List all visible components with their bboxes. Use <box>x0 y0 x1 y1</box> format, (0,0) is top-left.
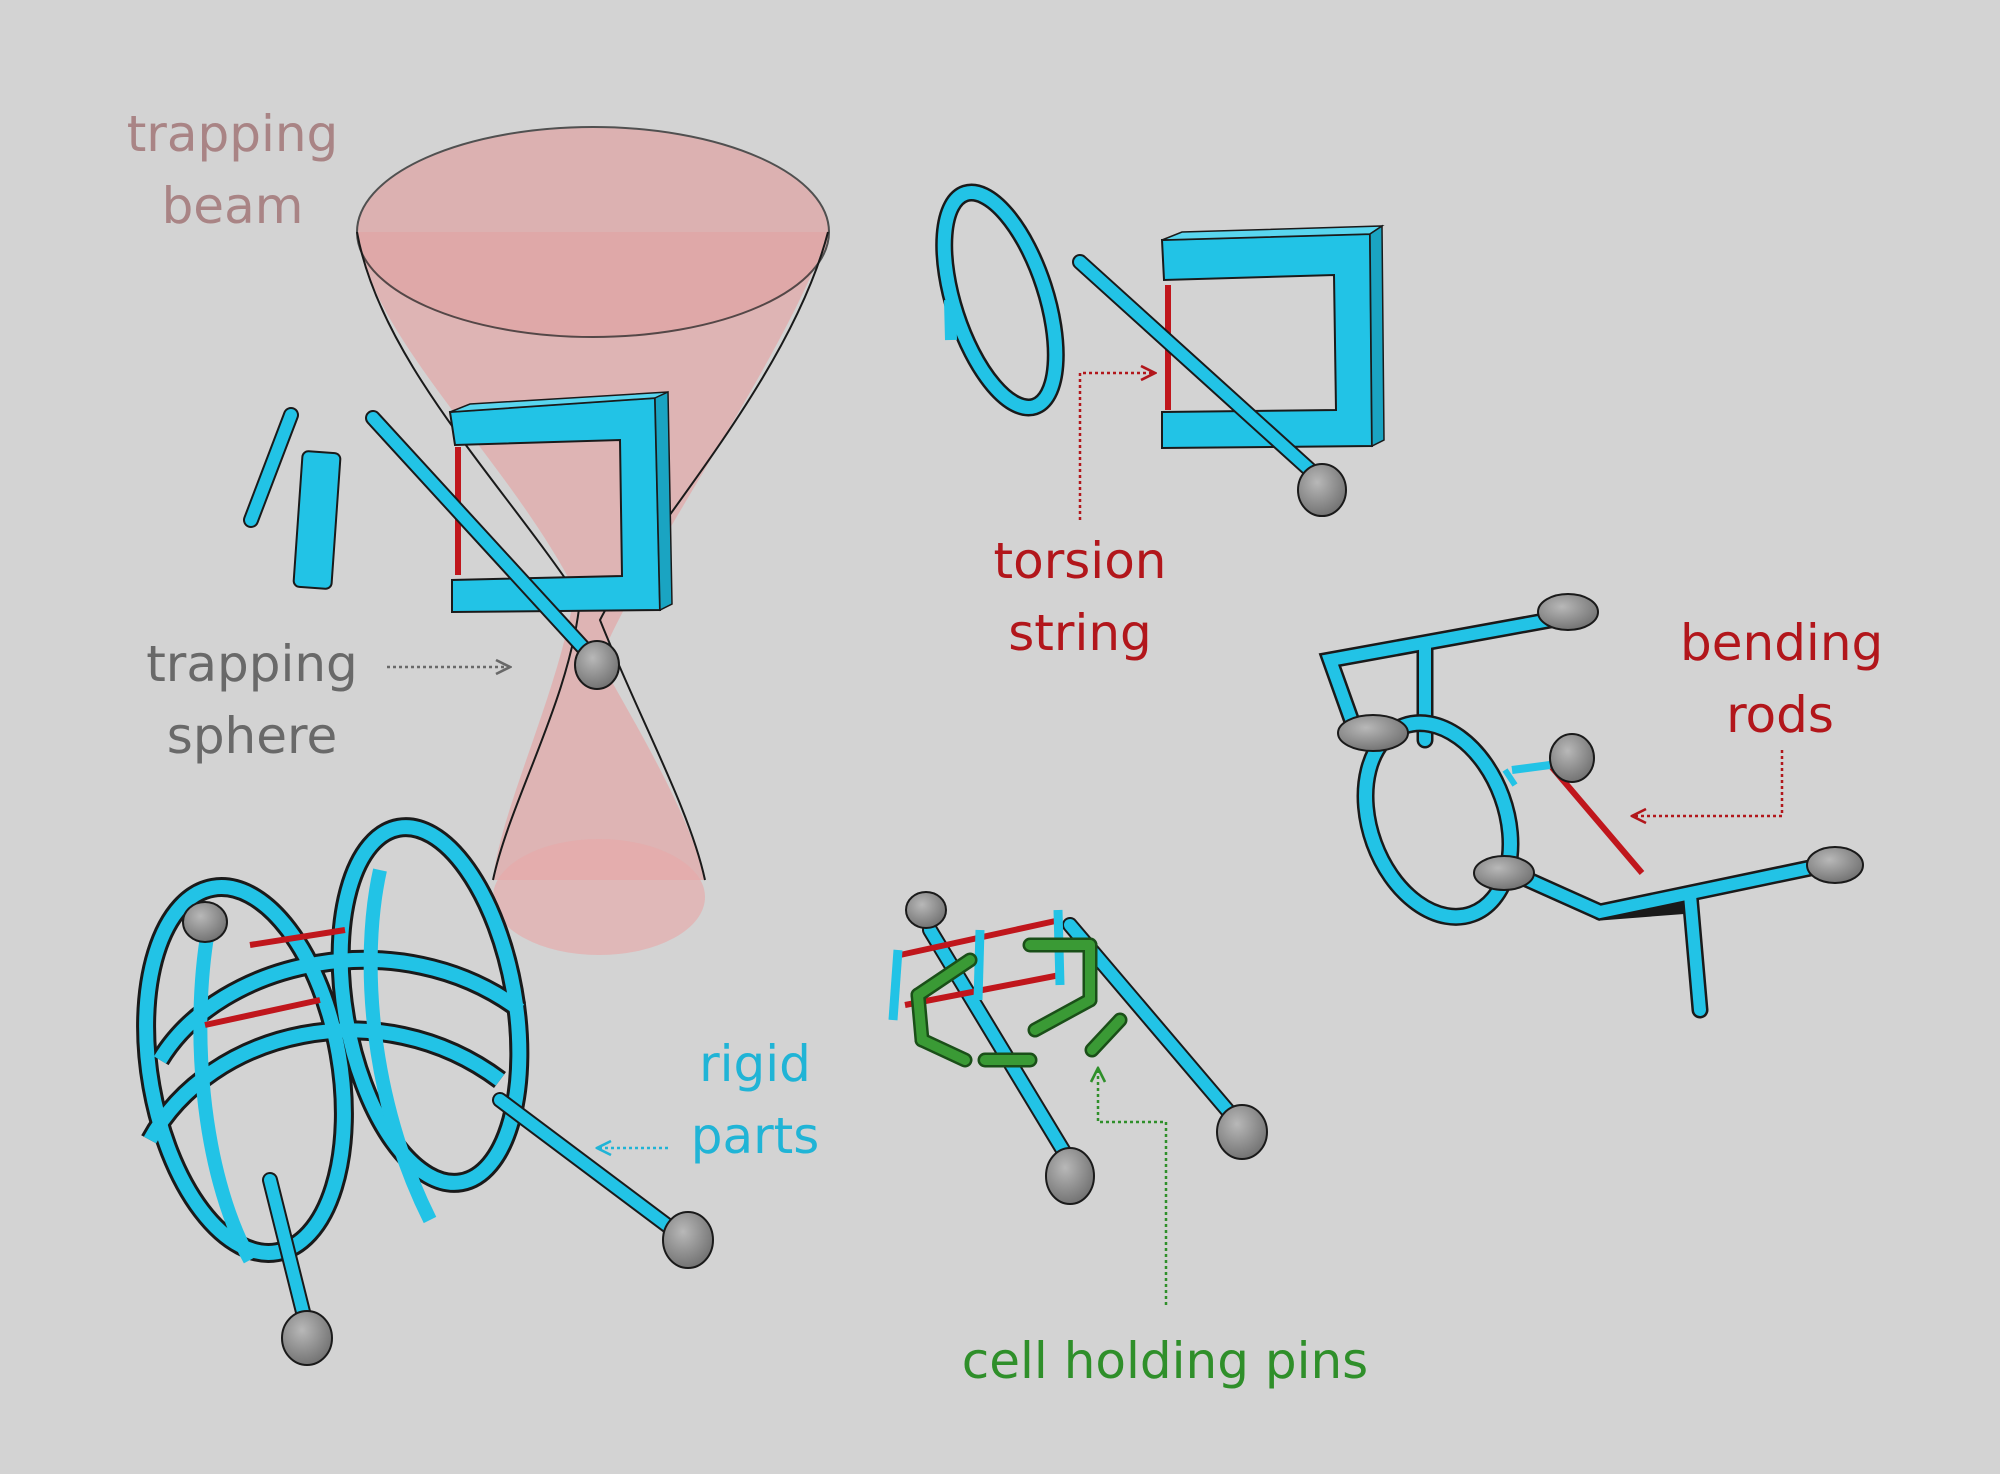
torsion-tool <box>935 183 1385 517</box>
cell-holding-pins-label-line1: cell holding pins <box>961 1332 1369 1390</box>
pointer-arrows <box>387 373 1784 1305</box>
cell-holding-pins-arrow <box>1098 1068 1168 1305</box>
trapping-beam-label-line2: beam <box>161 177 304 235</box>
trapping-beam-label: trapping beam <box>120 98 345 242</box>
bending-rods-label-line1: bending <box>1680 614 1884 672</box>
bending-tool <box>1318 593 1864 1019</box>
trapping-beam <box>356 126 830 955</box>
cell-holding-pins-label: cell holding pins <box>955 1325 1375 1397</box>
torsion-string-label-line1: torsion <box>993 532 1167 590</box>
torsion-string-label-line2: string <box>1008 604 1152 662</box>
rigid-parts-label-line1: rigid <box>699 1035 811 1093</box>
trapping-sphere-label: trapping sphere <box>138 628 366 772</box>
pin-holder-tool <box>888 891 1268 1205</box>
trapping-sphere-label-line1: trapping <box>146 635 358 693</box>
rigid-parts-label-line2: parts <box>690 1107 820 1165</box>
cage-tool <box>136 817 714 1366</box>
rigid-parts-label: rigid parts <box>680 1028 830 1172</box>
trapping-sphere-ball <box>574 640 620 690</box>
trap-tool-rigid-parts <box>243 390 673 690</box>
torsion-string-label: torsion string <box>980 525 1180 669</box>
torsion-string-arrow <box>1078 373 1155 520</box>
bending-rods-label-line2: rods <box>1726 686 1834 744</box>
bending-rods-arrow <box>1632 750 1784 816</box>
trapping-sphere-label-line2: sphere <box>166 707 338 765</box>
bending-rods-label: bending rods <box>1680 607 1884 751</box>
trapping-beam-label-line1: trapping <box>126 105 339 163</box>
